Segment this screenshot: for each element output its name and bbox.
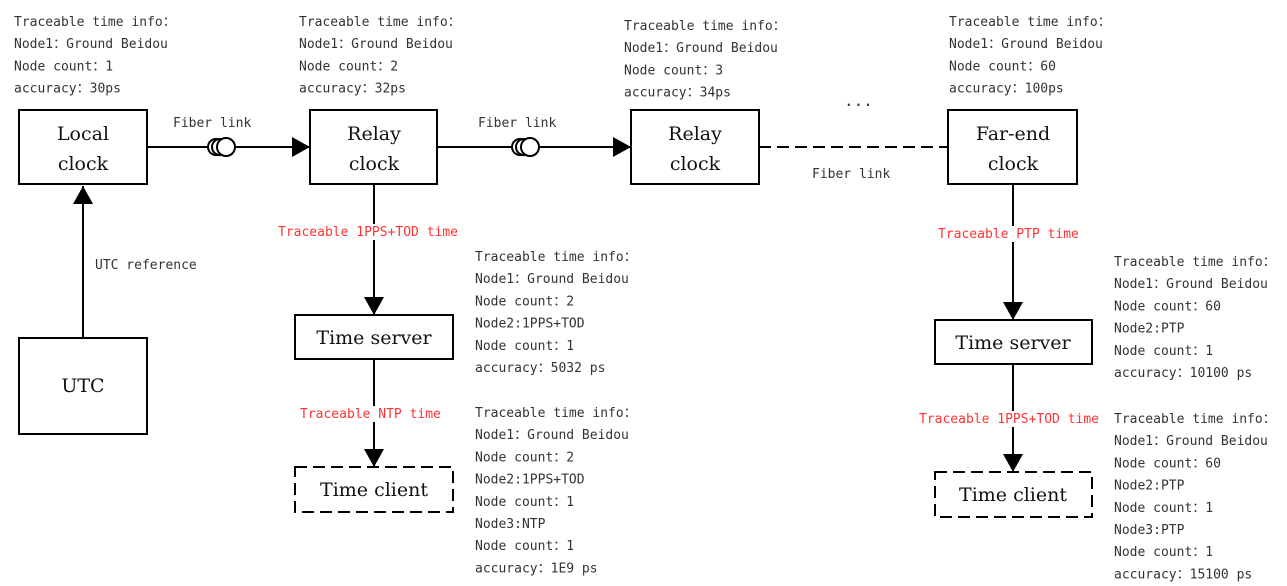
local-clock-label-2: clock (58, 153, 109, 175)
far-end-clock-label-1: Far-end (976, 123, 1050, 145)
info-line: Node count：60 (1114, 299, 1221, 314)
fiber-link-label-1: Fiber link (173, 116, 251, 131)
info-line: accuracy：1E9 ps (475, 561, 598, 576)
info-line: Node1：Ground Beidou (1114, 277, 1268, 292)
time-client-2-label: Time client (959, 484, 1067, 506)
info-line: Traceable time info： (475, 406, 637, 421)
info-line: Node count：1 (1114, 344, 1213, 359)
info-block-local-clock: Traceable time info： Node1：Ground BeidouN… (14, 15, 176, 97)
info-line: Node3:NTP (475, 517, 546, 532)
info-line: Node2:PTP (1114, 479, 1185, 494)
time-client-node-1: Time client (294, 466, 454, 513)
info-line: Node1：Ground Beidou (475, 428, 629, 443)
fiber-link-label-2: Fiber link (478, 116, 556, 131)
relay-clock-1-label-1: Relay (347, 123, 401, 145)
info-line: accuracy：34ps (624, 86, 731, 101)
ellipsis: ... (844, 91, 873, 110)
relay-clock-2-label-2: clock (670, 153, 721, 175)
info-line: Node count：2 (475, 450, 574, 465)
info-block-time-server-1: Traceable time info： Node1：Ground BeidouN… (475, 250, 637, 376)
fiber-link-label-3: Fiber link (812, 167, 890, 182)
relay-to-server-label: Traceable 1PPS+TOD time (278, 225, 458, 240)
info-block-time-client-1: Traceable time info： Node1：Ground BeidouN… (475, 406, 637, 576)
info-line: accuracy：10100 ps (1114, 366, 1252, 381)
server-to-client-label-2: Traceable 1PPS+TOD time (919, 412, 1099, 427)
info-line: Node1：Ground Beidou (475, 272, 629, 287)
info-line: accuracy：100ps (949, 82, 1064, 97)
info-line: Node count：2 (299, 59, 398, 74)
utc-node: UTC (18, 337, 148, 435)
info-line: Node2:1PPS+TOD (475, 473, 585, 488)
relay-clock-1-label-2: clock (349, 153, 400, 175)
local-clock-node: Local clock (18, 109, 148, 185)
utc-label: UTC (61, 375, 104, 397)
info-line: Node count：1 (475, 495, 574, 510)
time-server-node-2: Time server (934, 319, 1093, 365)
local-clock-label-1: Local (57, 123, 109, 145)
time-client-node-2: Time client (934, 471, 1093, 518)
info-block-relay-clock-2: Traceable time info： Node1：Ground BeidouN… (624, 19, 786, 101)
info-line: accuracy：32ps (299, 82, 406, 97)
info-line: Node1：Ground Beidou (299, 37, 453, 52)
info-line: Node count：1 (475, 539, 574, 554)
relay-clock-node-2: Relay clock (630, 109, 760, 185)
far-end-clock-label-2: clock (988, 153, 1039, 175)
time-server-1-label: Time server (316, 327, 432, 349)
info-line: Node count：1 (1114, 545, 1213, 560)
info-line: Node count：1 (475, 339, 574, 354)
info-line: Traceable time info： (949, 15, 1111, 30)
info-line: Node1：Ground Beidou (624, 41, 778, 56)
info-line: Traceable time info： (475, 250, 637, 265)
info-line: Node count：60 (949, 59, 1056, 74)
info-line: Traceable time info： (624, 19, 786, 34)
info-line: Node count：1 (1114, 501, 1213, 516)
fiber-coil-icon (511, 137, 540, 157)
relay-clock-2-label-1: Relay (668, 123, 722, 145)
farend-to-server-label: Traceable PTP time (938, 227, 1079, 242)
info-line: accuracy：30ps (14, 82, 121, 97)
info-line: Node3:PTP (1114, 523, 1185, 538)
info-block-relay-clock-1: Traceable time info： Node1：Ground BeidouN… (299, 15, 461, 97)
time-client-1-label: Time client (320, 479, 428, 501)
time-server-2-label: Time server (955, 332, 1071, 354)
relay-clock-node-1: Relay clock (309, 109, 438, 185)
info-line: Node count：2 (475, 294, 574, 309)
info-line: Traceable time info： (1114, 255, 1276, 270)
time-server-node-1: Time server (294, 314, 454, 360)
info-line: accuracy：15100 ps (1114, 567, 1252, 582)
utc-reference-label: UTC reference (95, 258, 197, 273)
info-line: Node1：Ground Beidou (1114, 434, 1268, 449)
far-end-clock-node: Far-end clock (947, 109, 1078, 185)
fiber-coil-icon (207, 137, 236, 157)
server-to-client-label-1: Traceable NTP time (300, 407, 441, 422)
info-line: Node count：60 (1114, 456, 1221, 471)
info-line: Node2:1PPS+TOD (475, 317, 585, 332)
info-line: Node1：Ground Beidou (949, 37, 1103, 52)
info-block-far-end-clock: Traceable time info： Node1：Ground BeidouN… (949, 15, 1111, 97)
info-line: Traceable time info： (1114, 412, 1276, 427)
info-line: Traceable time info： (299, 15, 461, 30)
info-line: Node count：1 (14, 59, 113, 74)
info-line: Traceable time info： (14, 15, 176, 30)
info-line: Node2:PTP (1114, 322, 1185, 337)
info-line: Node count：3 (624, 63, 723, 78)
info-block-time-server-2: Traceable time info： Node1：Ground BeidouN… (1114, 255, 1276, 381)
info-line: accuracy：5032 ps (475, 361, 605, 376)
info-line: Node1：Ground Beidou (14, 37, 168, 52)
info-block-time-client-2: Traceable time info： Node1：Ground BeidouN… (1114, 412, 1276, 582)
